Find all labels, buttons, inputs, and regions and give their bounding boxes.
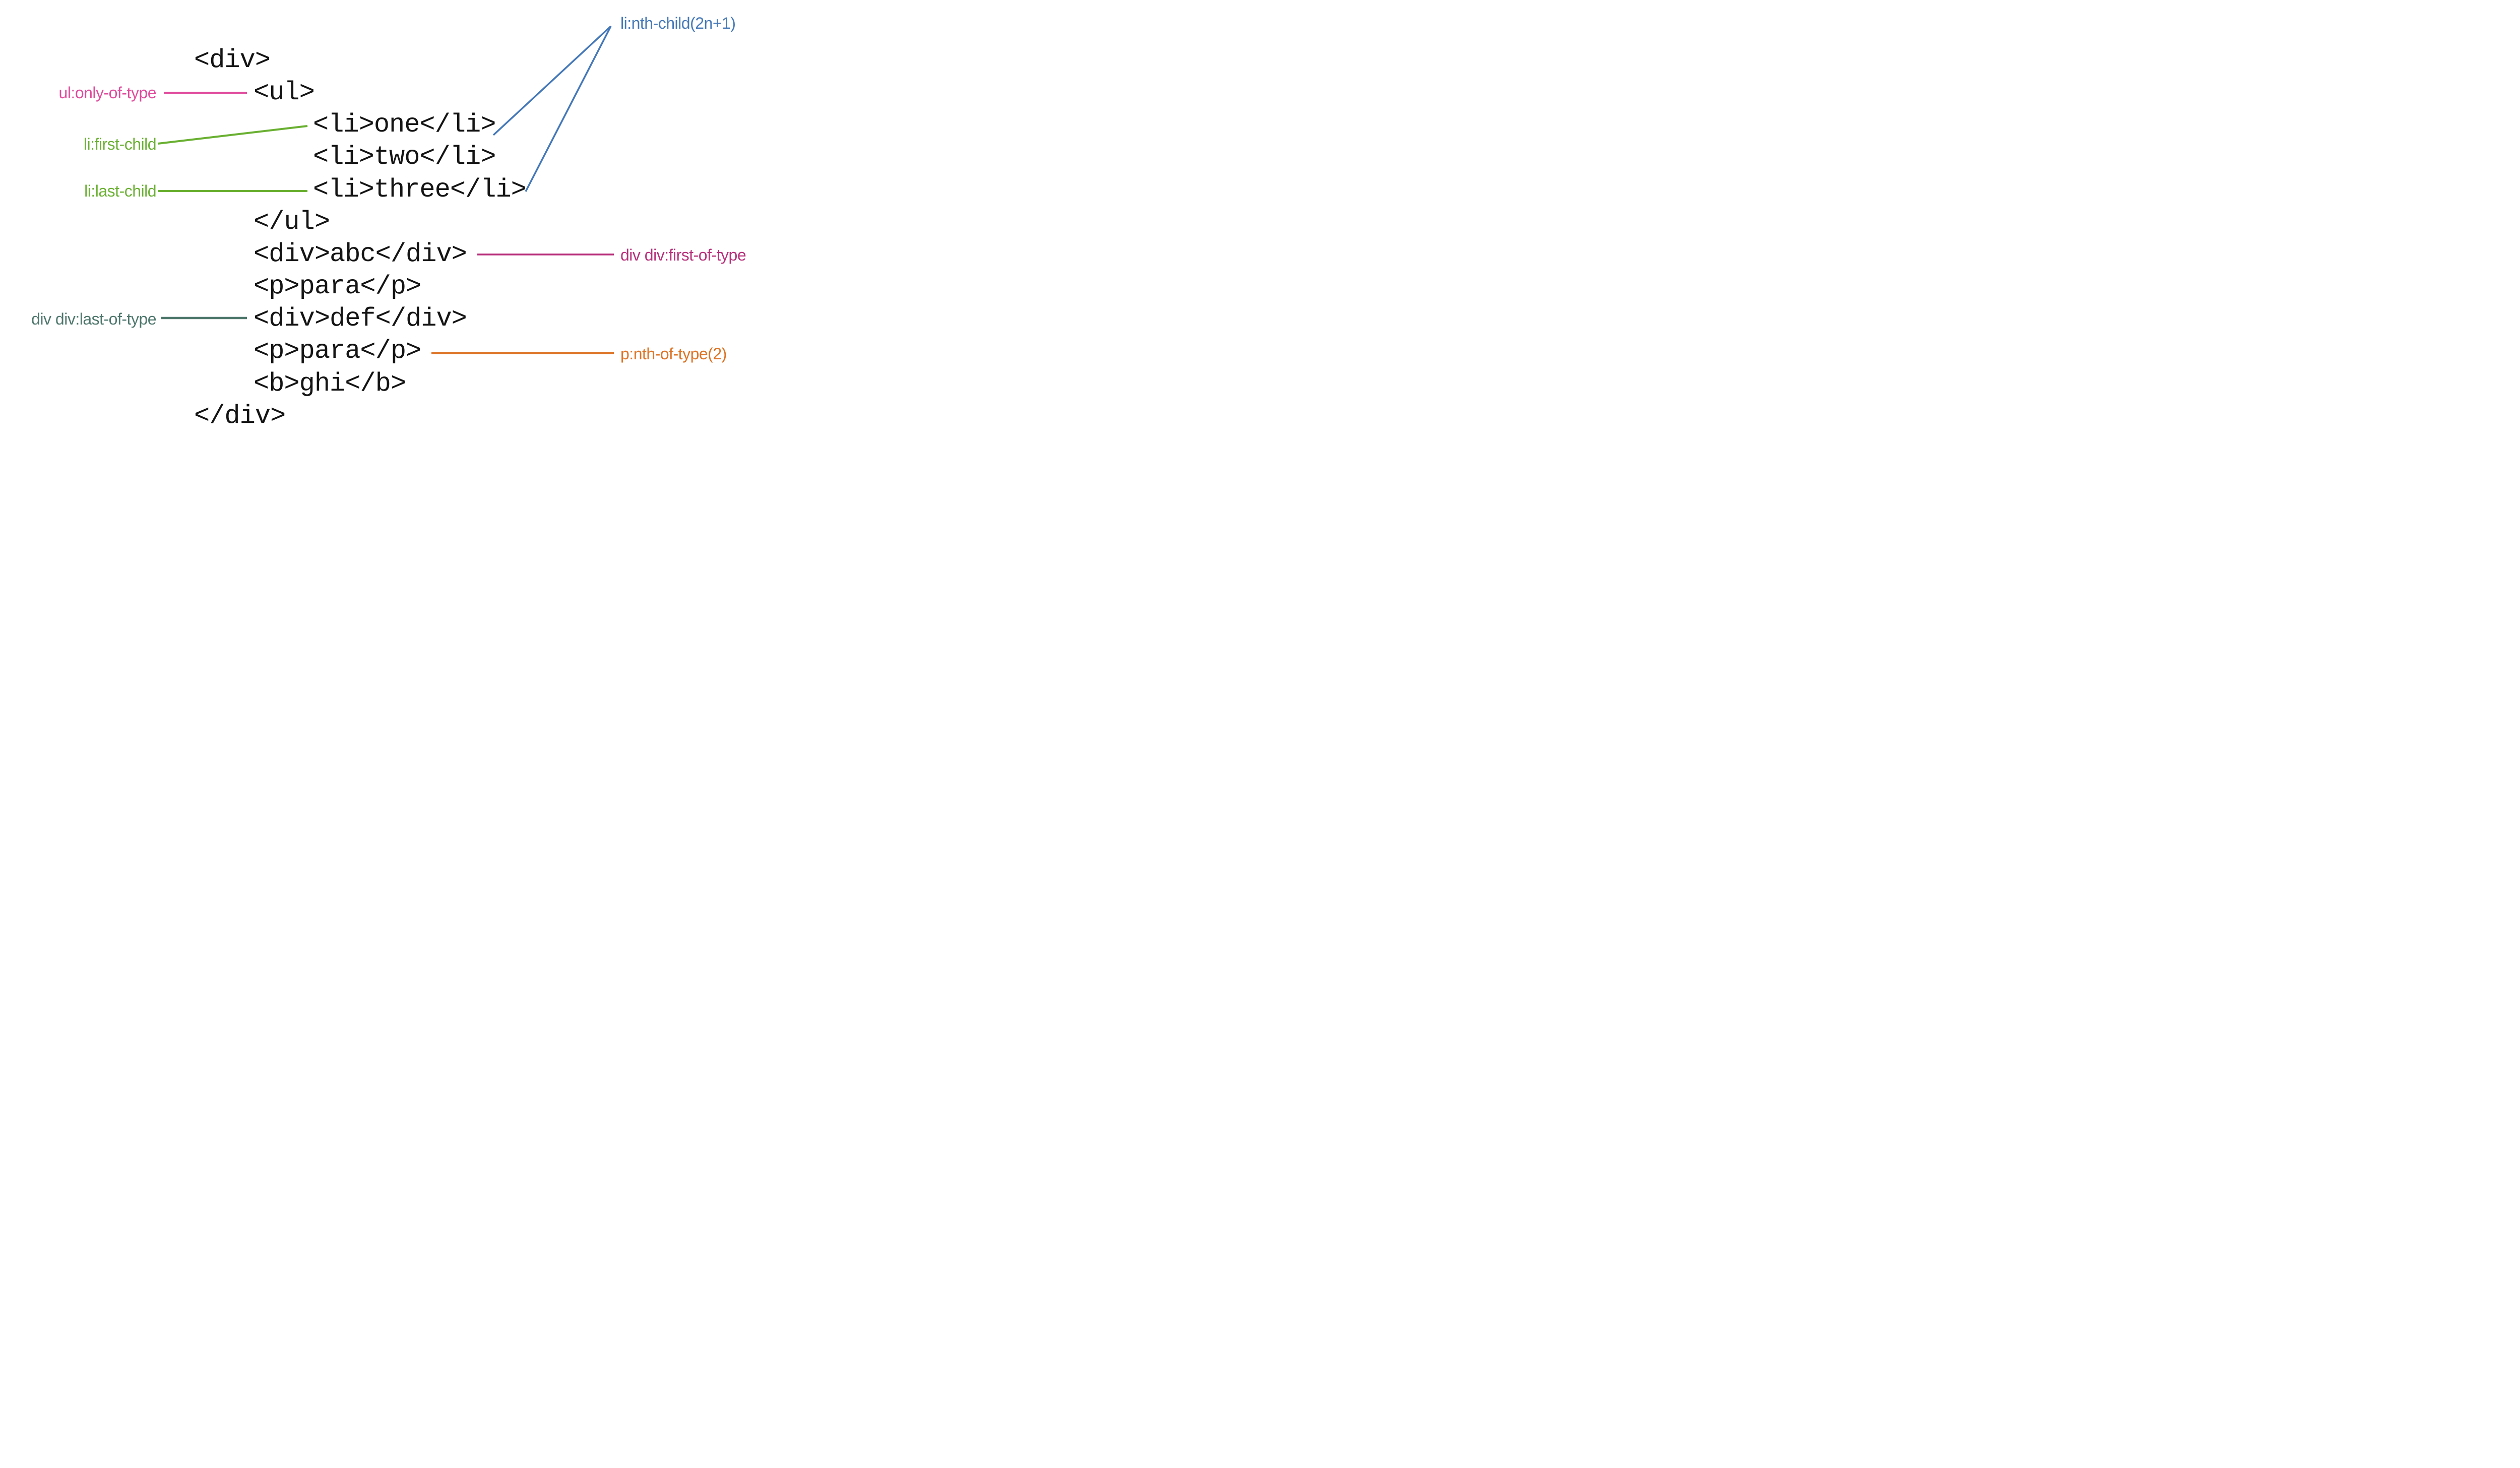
label-ul-only-of-type: ul:only-of-type — [58, 84, 157, 102]
connector-li-nth-child-to-li-three — [525, 26, 612, 192]
connector-lines-layer — [157, 25, 614, 354]
label-li-last-child: li:last-child — [84, 182, 156, 200]
code-line-div-close: </div> — [194, 401, 286, 431]
code-line-div-open: <div> — [194, 45, 271, 75]
label-li-nth-child: li:nth-child(2n+1) — [620, 14, 736, 32]
code-line-p-para-1: <p>para</p> — [254, 272, 421, 301]
code-line-b-ghi: <b>ghi</b> — [254, 369, 406, 399]
label-div-last-of-type: div div:last-of-type — [31, 310, 156, 328]
code-line-ul-close: </ul> — [254, 207, 330, 237]
html-code-snippet: <div> <ul> <li>one</li> <li>two</li> <li… — [0, 0, 779, 440]
label-p-nth-of-type: p:nth-of-type(2) — [620, 345, 727, 363]
label-li-first-child: li:first-child — [83, 135, 157, 153]
connector-li-nth-child-to-li-one — [492, 25, 612, 136]
code-line-li-three: <li>three</li> — [313, 175, 527, 205]
code-line-p-para-2: <p>para</p> — [254, 336, 421, 366]
code-line-div-def: <div>def</div> — [254, 304, 467, 334]
label-div-first-of-type: div div:first-of-type — [620, 246, 746, 264]
code-line-li-one: <li>one</li> — [313, 110, 496, 140]
connector-li-first-child — [157, 125, 308, 145]
selector-diagram: <div> <ul> <li>one</li> <li>two</li> <li… — [0, 0, 779, 440]
code-line-ul-open: <ul> — [254, 78, 315, 107]
code-line-li-two: <li>two</li> — [313, 142, 496, 172]
code-line-div-abc: <div>abc</div> — [254, 239, 467, 269]
